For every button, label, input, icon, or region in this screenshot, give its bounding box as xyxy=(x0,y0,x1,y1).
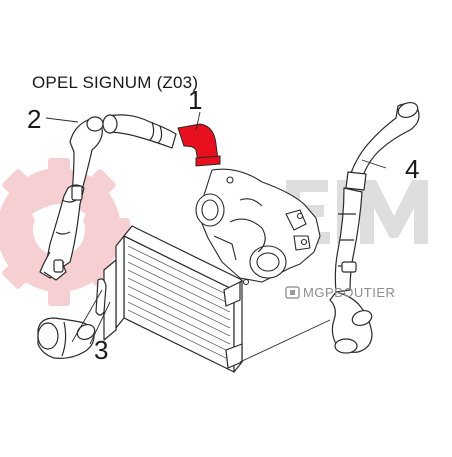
lower-right-hose xyxy=(329,291,373,354)
part-4-pipe xyxy=(334,101,420,293)
part-1-highlighted-hose xyxy=(177,123,221,167)
turbocharger xyxy=(195,168,321,286)
callout-3: 3 xyxy=(94,335,109,365)
callout-2: 2 xyxy=(27,104,42,134)
connecting-hose xyxy=(102,114,177,149)
diagram-title: OPEL SIGNUM (Z03) xyxy=(32,73,199,92)
part-3-hose xyxy=(37,317,96,359)
brand-text: MGPBOUTIER xyxy=(303,285,396,300)
intercooler xyxy=(95,225,243,373)
callout-4: 4 xyxy=(405,154,420,184)
leader-lines xyxy=(45,111,387,363)
mgpboutier-logo xyxy=(285,286,300,299)
part-2-pipe xyxy=(39,116,104,281)
callout-1: 1 xyxy=(188,85,203,115)
